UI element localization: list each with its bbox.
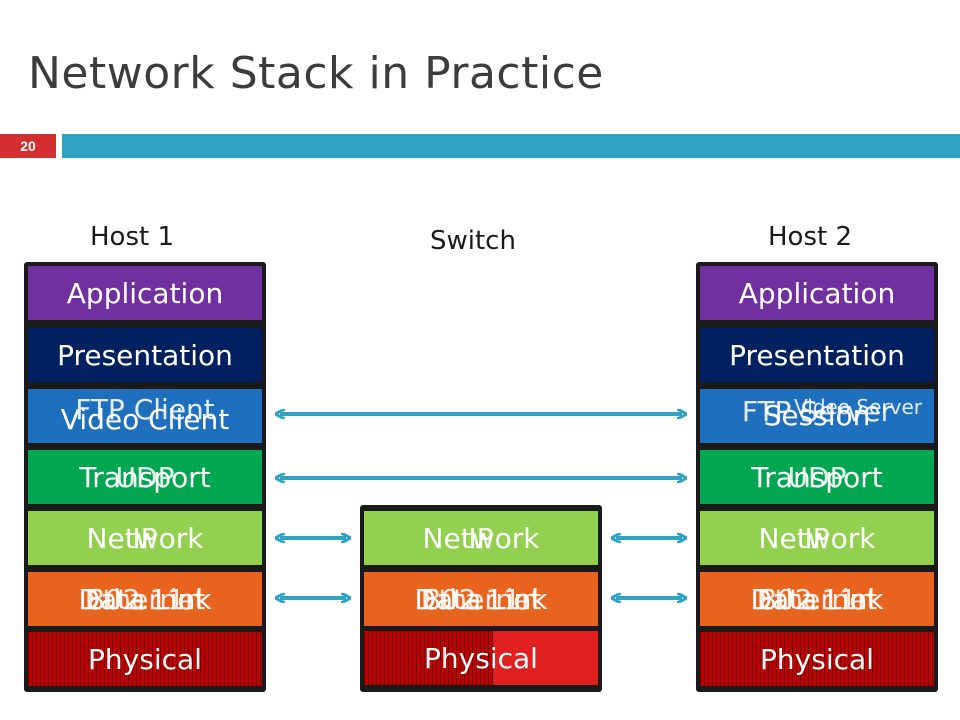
host2-application-layer: Application [700,266,934,320]
switch-link-mid-label: Ethernet [420,582,542,616]
host2-link-over-label: 802.11n [759,582,875,616]
slide-title: Network Stack in Practice [28,48,604,99]
switch-physical-highlight [492,631,598,685]
host1-link-mid-label: Ethernet [84,582,206,616]
host1-presentation-layer: Presentation [28,328,262,382]
host1-network-under-label: Network [86,521,204,555]
host2-network-over-label: IP [804,521,830,555]
switch-network-layer: Network IP [364,511,598,565]
host2-presentation-label: Presentation [729,338,905,372]
switch-physical-layer: Physical [364,631,598,685]
host2-session-layer: Session Video Server FTP Server [700,389,934,443]
host1-link-layer: Data Link Ethernet 802.11n [28,572,262,626]
host1-transport-under-label: Transport [79,460,211,494]
host1-transport-layer: Transport UDP [28,450,262,504]
host2-physical-layer: Physical [700,632,934,686]
host1-session-layer: Video Client FTP Client [28,389,262,443]
switch-link-over-label: 802.11n [423,582,539,616]
switch-physical-label: Physical [424,641,538,675]
host2-session-under-label: Session [763,399,871,432]
host2-link-layer: Data Link Ethernet 802.11n [700,572,934,626]
host2-network-under-label: Network [758,521,876,555]
host2-presentation-layer: Presentation [700,328,934,382]
host1-application-label: Application [66,276,224,310]
host2-network-layer: Network IP [700,511,934,565]
host1-network-over-label: IP [132,521,158,555]
host2-session-over-label: FTP Server [741,395,893,428]
host1-link-under-label: Data Link [78,582,212,616]
host2-transport-layer: Transport UDP [700,450,934,504]
host1-label: Host 1 [90,222,175,252]
host1-stack: Application Presentation Video Client FT… [24,262,266,692]
host1-transport-over-label: UDP [115,460,175,494]
host1-physical-layer: Physical [28,632,262,686]
page-number-badge: 20 [0,134,56,158]
switch-stack: Network IP Data Link Ethernet 802.11n Ph… [360,505,602,692]
host1-physical-label: Physical [88,642,202,676]
switch-network-under-label: Network [422,521,540,555]
switch-network-over-label: IP [468,521,494,555]
host2-link-under-label: Data Link [750,582,884,616]
host2-link-mid-label: Ethernet [756,582,878,616]
host1-presentation-label: Presentation [57,338,233,372]
switch-link-layer: Data Link Ethernet 802.11n [364,572,598,626]
host1-session-under-label: Video Client [60,403,230,436]
host2-session-mid-label: Video Server [794,395,922,419]
host1-link-over-label: 802.11n [87,582,203,616]
host2-physical-label: Physical [760,642,874,676]
host2-application-label: Application [738,276,896,310]
host2-stack: Application Presentation Session Video S… [696,262,938,692]
host2-label: Host 2 [768,222,853,252]
switch-link-under-label: Data Link [414,582,548,616]
host1-application-layer: Application [28,266,262,320]
title-accent-bar [62,134,960,158]
host1-network-layer: Network IP [28,511,262,565]
host1-session-over-label: FTP Client [75,393,215,426]
host2-transport-under-label: Transport [751,460,883,494]
host2-transport-over-label: UDP [787,460,847,494]
switch-label: Switch [430,226,516,256]
